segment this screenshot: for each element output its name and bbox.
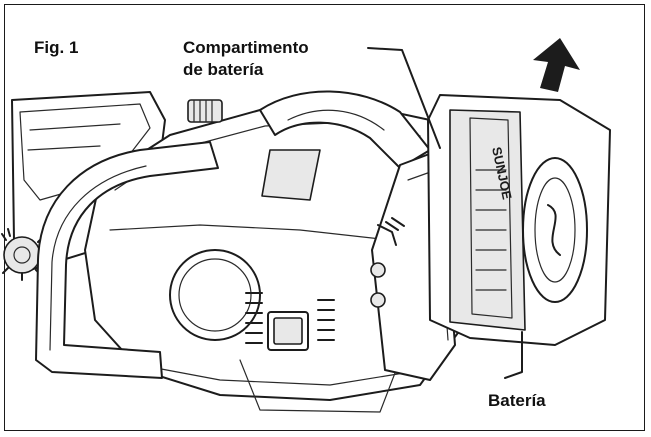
front-handle [35, 141, 219, 379]
battery-compartment-label-line1: Compartimento [183, 38, 309, 57]
battery-compartment-label-line2: de batería [183, 60, 264, 79]
battery-pack: SUNJOE [427, 94, 611, 346]
motor-housing [84, 99, 471, 413]
callout-leaders [367, 47, 523, 379]
removal-arrow-icon [533, 38, 580, 92]
figure-label: Fig. 1 [34, 38, 79, 57]
battery-compartment-label: Compartimento de batería [183, 37, 309, 81]
battery-label: Batería [488, 391, 546, 410]
